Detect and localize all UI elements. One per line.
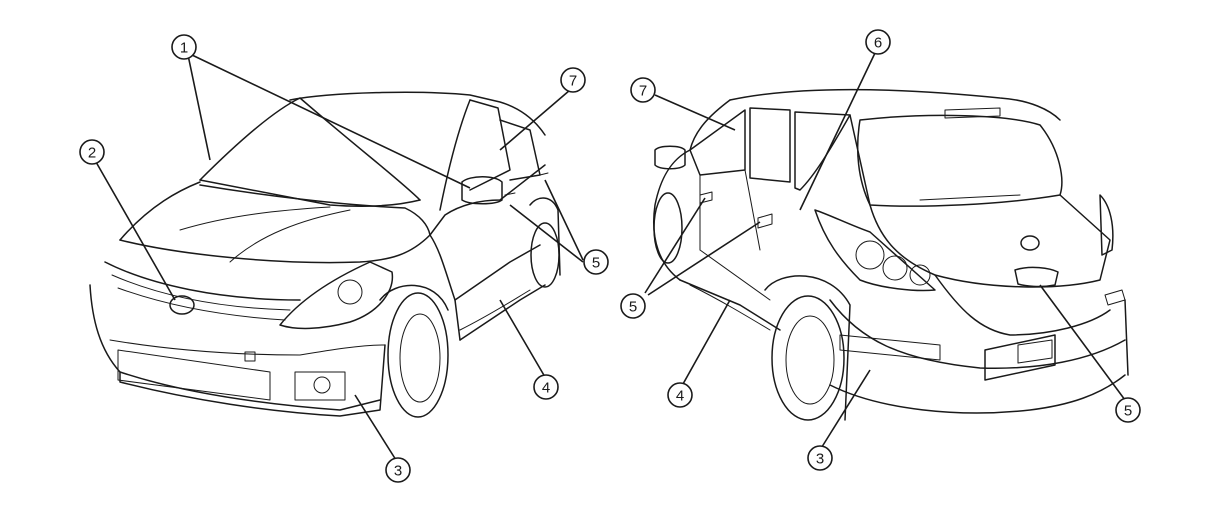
callout-front-2: 2 <box>79 139 105 165</box>
callout-rear-4: 4 <box>667 382 693 408</box>
callout-rear-3: 3 <box>807 445 833 471</box>
callout-label: 5 <box>592 255 600 272</box>
leader-lines <box>95 52 1126 461</box>
callout-label: 5 <box>1124 403 1132 420</box>
callout-rear-5b: 5 <box>1115 397 1141 423</box>
callout-label: 7 <box>569 73 577 90</box>
rear-car-drawing <box>653 88 1129 421</box>
callout-front-3: 3 <box>385 457 411 483</box>
callout-rear-6: 6 <box>865 29 891 55</box>
callout-front-4: 4 <box>533 374 559 400</box>
callout-rear-5a: 5 <box>620 293 646 319</box>
callout-front-1: 1 <box>171 34 197 60</box>
callout-label: 5 <box>629 299 637 316</box>
callout-front-5: 5 <box>583 249 609 275</box>
callout-label: 6 <box>874 35 882 52</box>
callout-rear-7: 7 <box>630 77 656 103</box>
callout-front-7: 7 <box>560 67 586 93</box>
callout-label: 4 <box>542 380 550 397</box>
callout-label: 3 <box>816 451 824 468</box>
callout-label: 1 <box>180 40 188 57</box>
callout-label: 2 <box>88 145 96 162</box>
front-car-drawing <box>89 91 561 418</box>
callout-label: 4 <box>676 388 684 405</box>
callout-label: 7 <box>639 83 647 100</box>
callout-label: 3 <box>394 463 402 480</box>
